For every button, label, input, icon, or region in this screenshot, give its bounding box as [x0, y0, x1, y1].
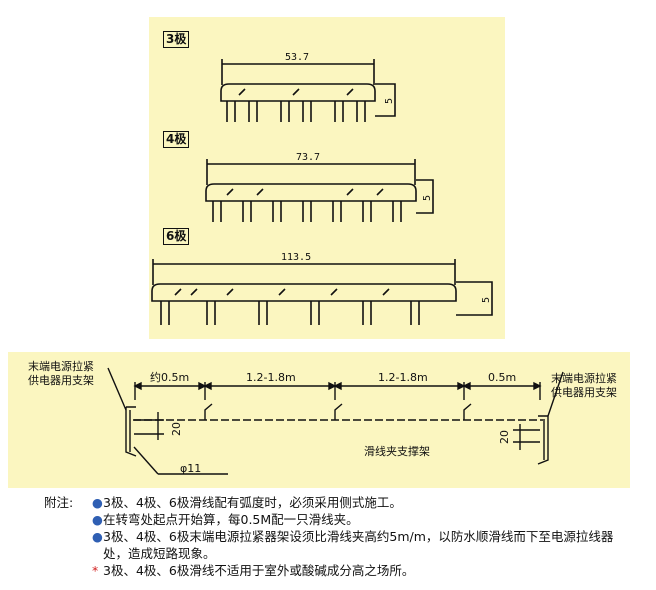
pole-label-4: 4极	[163, 131, 190, 148]
height-dim-4: 5	[422, 195, 433, 201]
note-item: ●3极、4极、6极滑线配有弧度时，必须采用侧式施工。	[92, 495, 402, 510]
notes-heading: 附注:	[44, 495, 74, 510]
right-bracket-label: 末端电源拉紧 供电器用支架	[551, 372, 617, 399]
warning-star-icon: *	[92, 563, 99, 578]
rail-section-panel: 3极 4极 6极	[149, 17, 505, 339]
bullet-dot-icon: ●	[92, 512, 103, 527]
height-dim-6: 5	[481, 297, 492, 303]
bullet-dot-icon: ●	[92, 495, 103, 510]
width-dim-3: 53.7	[285, 52, 309, 63]
notes-list: ●3极、4极、6极滑线配有弧度时，必须采用侧式施工。 ●在转弯处起点开始算，每0…	[92, 494, 633, 579]
support-drawing: 约0.5m 1.2-1.8m 1.2-1.8m 0.5m 20 20 φ11 滑…	[107, 367, 564, 475]
height-left: 20	[170, 422, 183, 436]
pole-label-3: 3极	[163, 31, 190, 48]
width-dim-4: 73.7	[296, 152, 320, 163]
rail-3-pole	[220, 59, 396, 122]
note-item: ●在转弯处起点开始算，每0.5M配一只滑线夹。	[92, 512, 359, 527]
span-label-2: 1.2-1.8m	[246, 371, 296, 384]
height-right: 20	[498, 430, 511, 444]
bullet-dot-icon: ●	[92, 529, 103, 544]
rail-4-pole	[205, 159, 434, 222]
rail-drawings: 53.7 5 73.7 5 113.5 5	[151, 52, 493, 325]
support-frame-label: 滑线夹支撑架	[364, 444, 430, 458]
note-item: *3极、4极、6极滑线不适用于室外或酸碱成分高之场所。	[92, 563, 415, 578]
rail-6-pole	[151, 259, 493, 325]
support-layout-panel: 约0.5m 1.2-1.8m 1.2-1.8m 0.5m 20 20 φ11 滑…	[8, 352, 630, 488]
diameter-label: φ11	[180, 462, 201, 475]
height-dim-3: 5	[384, 98, 395, 104]
note-item: ●3极、4极、6极末端电源拉紧器架设须比滑线夹高约5m/m，以防水顺滑线而下至电…	[92, 529, 614, 561]
pole-label-6: 6极	[163, 228, 190, 245]
span-label-3: 1.2-1.8m	[378, 371, 428, 384]
span-label-1: 约0.5m	[150, 371, 189, 384]
width-dim-6: 113.5	[281, 252, 311, 263]
span-label-4: 0.5m	[488, 371, 516, 384]
left-bracket-label: 末端电源拉紧 供电器用支架	[28, 360, 94, 387]
